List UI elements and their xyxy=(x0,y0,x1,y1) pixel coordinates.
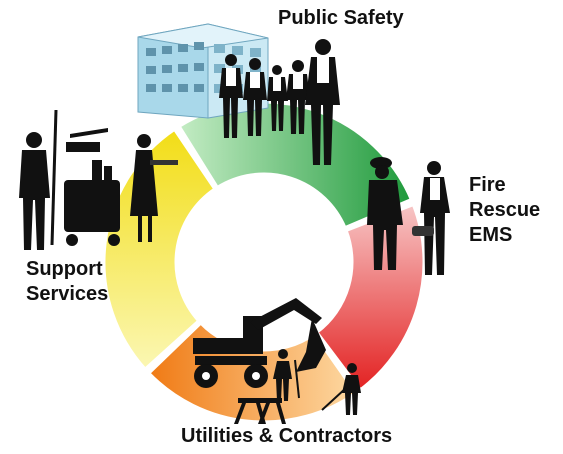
label-line: Support xyxy=(26,258,103,280)
server-woman-icon xyxy=(130,134,178,242)
label-line: Services xyxy=(26,283,109,305)
label-utilities-contractors: Utilities & Contractors xyxy=(181,424,392,449)
segment-support-services xyxy=(102,127,217,372)
excavator-icon xyxy=(193,298,326,388)
label-line: EMS xyxy=(469,224,513,246)
label-line: Public Safety xyxy=(278,7,404,29)
label-line: Fire xyxy=(469,174,506,196)
label-line: Rescue xyxy=(469,199,541,221)
label-line: Utilities & Contractors xyxy=(181,425,393,447)
firefighter-icon xyxy=(367,157,403,270)
police-officers-group-icon xyxy=(219,39,340,165)
janitor-icon xyxy=(19,109,58,250)
label-public-safety: Public Safety xyxy=(278,6,404,31)
label-fire-rescue-ems: Fire Rescue EMS xyxy=(469,173,540,248)
paramedic-icon xyxy=(412,161,450,275)
cleaning-cart-icon xyxy=(64,128,120,246)
construction-workers-icon xyxy=(234,349,361,424)
label-support-services: Support Services xyxy=(26,257,108,307)
segment-fire-rescue-ems xyxy=(314,202,426,392)
